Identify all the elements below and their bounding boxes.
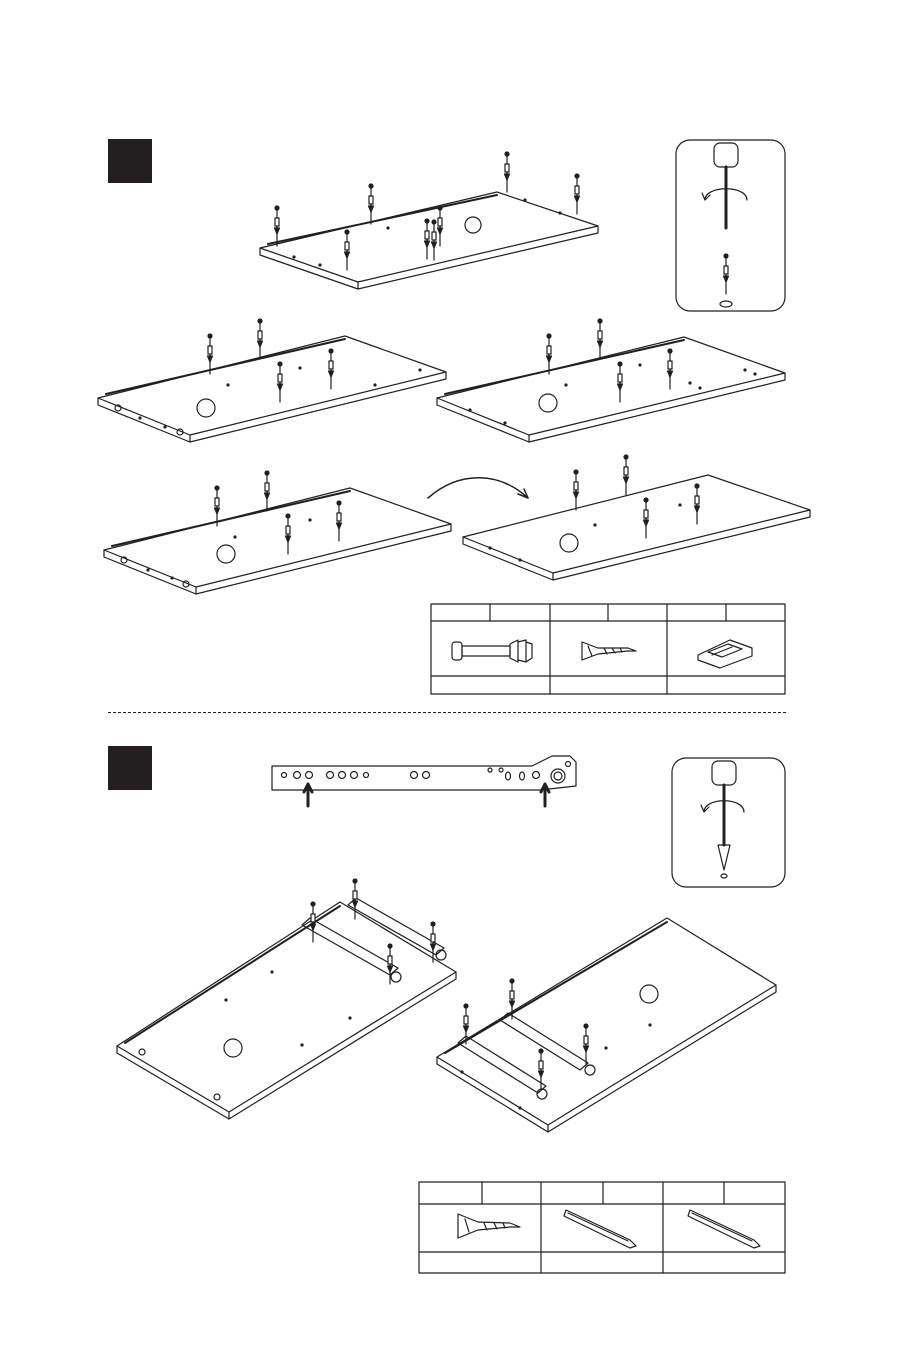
drawer-slide-icon xyxy=(688,1210,760,1248)
screwdriver-icon xyxy=(672,758,785,887)
hinge-plate-icon xyxy=(698,640,752,668)
board-middle-right xyxy=(437,319,785,442)
wood-screw-icon xyxy=(582,642,636,660)
parts-table-1 xyxy=(431,604,785,694)
screwdriver-icon xyxy=(676,140,785,311)
board-step2-left xyxy=(117,879,456,1119)
board-step2-right xyxy=(437,918,776,1132)
flip-arrow-icon xyxy=(428,478,528,498)
board-lower-right xyxy=(463,455,810,580)
cam-bolt-icon xyxy=(452,640,532,662)
wood-screw-icon xyxy=(458,1214,520,1238)
board-middle-left xyxy=(98,319,446,442)
board-top xyxy=(260,152,598,289)
board-lower-left xyxy=(104,471,451,594)
drawer-slide-icon xyxy=(564,1210,636,1248)
drawer-slide-icon xyxy=(272,756,576,806)
